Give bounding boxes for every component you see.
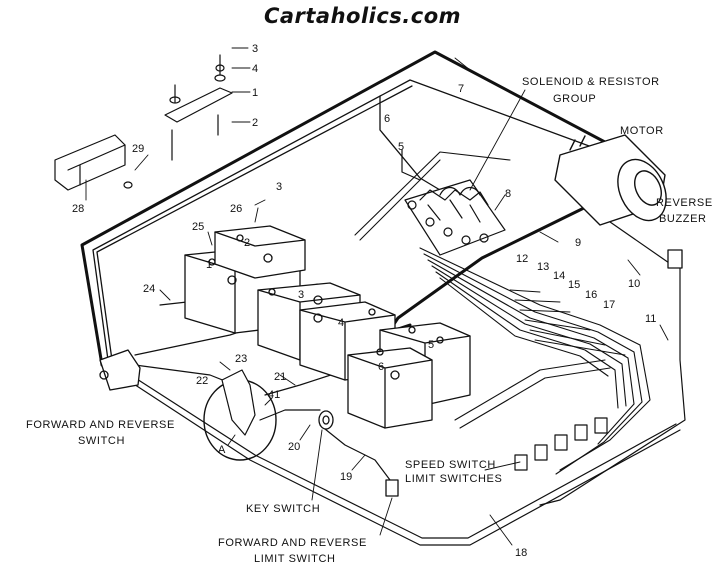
diagram-labels: SOLENOID & RESISTOR GROUP MOTOR REVERSE … — [26, 76, 713, 565]
battery-number-3: 3 — [298, 289, 304, 301]
callout-18: 18 — [515, 547, 527, 559]
callout-26: 26 — [230, 203, 242, 215]
callout-7: 7 — [458, 83, 464, 95]
wire-10 — [599, 214, 673, 266]
battery-6 — [347, 347, 433, 429]
key-switch — [318, 410, 334, 430]
callout-2: 2 — [252, 117, 258, 129]
solenoid-label-1: SOLENOID & RESISTOR — [522, 76, 660, 88]
battery-number-4: 4 — [338, 317, 344, 329]
callout-20: 20 — [288, 441, 300, 453]
callout-4: 4 — [252, 63, 258, 75]
callout-14: 14 — [553, 270, 565, 282]
callout-9: 9 — [575, 237, 581, 249]
mounting-bracket — [164, 54, 233, 161]
cable-6 — [379, 95, 441, 191]
speed-limit-switches — [514, 417, 608, 471]
callout-16: 16 — [585, 289, 597, 301]
key-switch-label: KEY SWITCH — [246, 503, 320, 515]
speed-switch-label-2: LIMIT SWITCHES — [405, 473, 502, 485]
reverse-label-2: BUZZER — [659, 213, 707, 225]
wire-21 — [264, 371, 341, 396]
callout-3: 3 — [252, 43, 258, 55]
solenoid-label-2: GROUP — [553, 93, 596, 105]
wire-19 — [319, 424, 391, 481]
callout-17: 17 — [603, 299, 615, 311]
battery-numbers: 1 2 3 4 5 6 — [206, 237, 434, 373]
callout-19: 19 — [340, 471, 352, 483]
reverse-buzzer — [667, 249, 683, 269]
leader-lines — [85, 47, 669, 546]
harness-18b — [125, 371, 677, 539]
callout-15: 15 — [568, 279, 580, 291]
callout-22: 22 — [196, 375, 208, 387]
wire-22 — [134, 364, 236, 386]
callout-1: 1 — [252, 87, 258, 99]
callout-8: 8 — [505, 188, 511, 200]
fr-limit-switch — [385, 479, 399, 497]
callout-6: 6 — [384, 113, 390, 125]
detail-a-label: A — [218, 444, 226, 456]
callout-3b: 3 — [276, 181, 282, 193]
reverse-label-1: REVERSE — [656, 197, 713, 209]
fr-switch-label-2: SWITCH — [78, 435, 125, 447]
fr-switch-label-1: FORWARD AND REVERSE — [26, 419, 175, 431]
callout-23: 23 — [235, 353, 247, 365]
solenoid-resistor-group — [404, 179, 506, 256]
site-title: Cartaholics.com — [263, 4, 462, 28]
motor-label: MOTOR — [620, 125, 664, 137]
battery-number-1: 1 — [206, 259, 212, 271]
fr-limit-label-1: FORWARD AND REVERSE — [218, 537, 367, 549]
angle-iron — [54, 134, 133, 191]
callout-13: 13 — [537, 261, 549, 273]
wire-11 — [539, 261, 686, 506]
callout-10: 10 — [628, 278, 640, 290]
callout-12: 12 — [516, 253, 528, 265]
detail-a-part — [221, 369, 256, 436]
battery-number-5: 5 — [428, 339, 434, 351]
battery-number-2: 2 — [244, 237, 250, 249]
callout-25: 25 — [192, 221, 204, 233]
motor — [554, 134, 667, 226]
callout-41: 41 — [268, 389, 280, 401]
callout-11: 11 — [645, 313, 656, 325]
battery-number-6: 6 — [378, 361, 384, 373]
harness-18 — [119, 374, 681, 546]
speed-switch-label-1: SPEED SWITCH — [405, 459, 496, 471]
callout-24: 24 — [143, 283, 155, 295]
wire-harness — [354, 151, 651, 475]
callout-numbers: 3 4 1 2 7 6 5 8 9 10 11 12 13 14 15 16 1… — [72, 43, 656, 559]
forward-reverse-switch — [99, 349, 141, 391]
battery-2 — [214, 225, 306, 279]
wire-20 — [259, 409, 321, 421]
fr-limit-label-2: LIMIT SWITCH — [254, 553, 336, 565]
callout-29: 29 — [132, 143, 144, 155]
callout-28: 28 — [72, 203, 84, 215]
outer-cable-2 — [96, 85, 413, 361]
callout-21: 21 — [274, 371, 286, 383]
callout-5: 5 — [398, 141, 404, 153]
